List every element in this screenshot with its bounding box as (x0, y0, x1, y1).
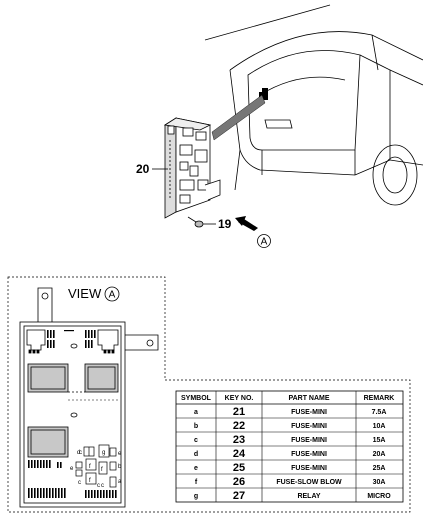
board-letter-c-1: c (78, 480, 81, 486)
row-symbol: f (195, 479, 198, 486)
oval-mark-top (70, 343, 78, 349)
table-header-key: KEY NO. (225, 395, 254, 402)
view-marker-letter: A (261, 237, 268, 248)
row-symbol: b (194, 423, 198, 430)
row-key: 22 (233, 420, 245, 432)
top-connectors (26, 329, 119, 354)
leader-band (211, 94, 266, 141)
row-remark: 20A (373, 451, 386, 458)
board-letter-g: g (102, 450, 105, 456)
view-frame (7, 276, 411, 513)
lower-pin-strips (28, 460, 117, 498)
row-remark: 25A (373, 465, 386, 472)
board-letter-f-3: f (101, 467, 103, 473)
row-symbol: g (194, 493, 198, 500)
mount-location-marker (259, 88, 268, 100)
parts-table: SYMBOL KEY NO. PART NAME REMARK a 21 FUS… (175, 390, 404, 503)
board-letters: d c g e f f b e f a c c c (70, 450, 122, 489)
row-remark: 10A (373, 423, 386, 430)
board-letter-e-right: e (118, 451, 122, 457)
table-header-remark: REMARK (364, 395, 395, 402)
board-letter-f-1: f (89, 464, 91, 470)
callout-19-label: 19 (218, 217, 232, 231)
row-remark: 30A (373, 479, 386, 486)
table-row: d 24 FUSE-MINI 20A (194, 448, 386, 460)
row-part: FUSE-MINI (291, 465, 327, 472)
row-symbol: a (194, 409, 198, 416)
table-header-symbol: SYMBOL (181, 395, 212, 402)
board-letter-a: a (118, 479, 122, 485)
row-part: FUSE-MINI (291, 409, 327, 416)
row-key: 26 (233, 476, 245, 488)
row-part: RELAY (297, 493, 320, 500)
row-remark: MICRO (367, 493, 391, 500)
callout-20-label: 20 (136, 162, 150, 176)
row-part: FUSE-MINI (291, 451, 327, 458)
top-pin-strips (47, 330, 96, 348)
screw-illustration (187, 216, 204, 228)
vehicle-rear-illustration (204, 4, 423, 206)
view-marker-circle (257, 234, 271, 248)
row-part: FUSE-MINI (291, 423, 327, 430)
table-row: e 25 FUSE-MINI 25A (194, 462, 385, 474)
board-letter-d: d (77, 450, 80, 456)
table-row: a 21 FUSE-MINI 7.5A (194, 406, 386, 418)
board-letter-c-2: c (97, 483, 100, 489)
view-title-marker: A (109, 290, 116, 301)
row-key: 21 (233, 406, 245, 418)
board-letter-b: b (118, 464, 122, 470)
row-key: 23 (233, 434, 245, 446)
table-row: c 23 FUSE-MINI 15A (194, 434, 385, 446)
board-letter-c-3: c (101, 483, 104, 489)
fuse-module-illustration (163, 117, 221, 219)
table-header-part: PART NAME (288, 395, 329, 402)
view-title-marker-circle (104, 286, 120, 302)
fuse-cluster (75, 444, 117, 488)
row-symbol: d (194, 451, 198, 458)
row-key: 25 (233, 462, 245, 474)
view-arrow-head (235, 216, 246, 226)
table-row: b 22 FUSE-MINI 10A (194, 420, 386, 432)
row-key: 24 (233, 448, 246, 460)
table-row: g 27 RELAY MICRO (194, 490, 391, 502)
row-symbol: e (194, 465, 198, 472)
view-title: VIEW (68, 286, 102, 301)
oval-mark-mid (70, 412, 78, 418)
row-part: FUSE-MINI (291, 437, 327, 444)
row-part: FUSE-SLOW BLOW (276, 479, 342, 486)
board-letter-f-2: f (89, 478, 91, 484)
table-row: f 26 FUSE-SLOW BLOW 30A (195, 476, 386, 488)
fuse-board (19, 287, 159, 508)
board-letter-c-top: c (79, 450, 82, 456)
row-remark: 7.5A (372, 409, 387, 416)
row-remark: 15A (373, 437, 386, 444)
relay-blocks (27, 363, 119, 458)
table-frame (175, 390, 404, 503)
board-letter-e-left: e (70, 466, 74, 472)
row-symbol: c (194, 437, 198, 444)
row-key: 27 (233, 490, 245, 502)
